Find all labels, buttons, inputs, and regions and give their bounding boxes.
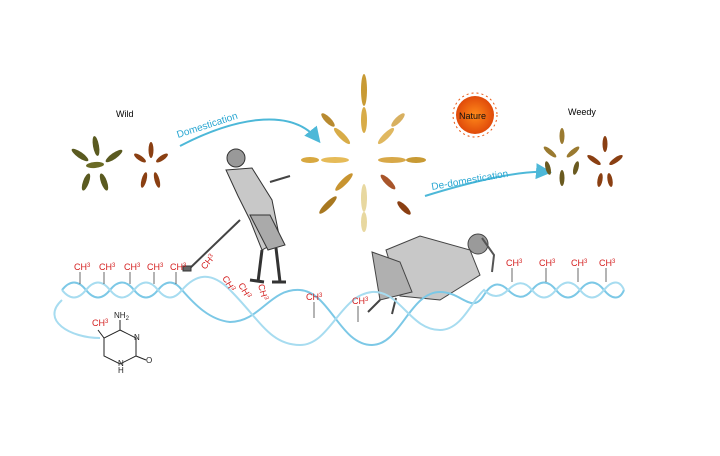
hydrogen-label: H [118,366,124,375]
nature-label: Nature [459,111,486,121]
grain-star [301,74,426,232]
wild-seeds-dark [71,136,123,191]
de-domestication-label: De-domestication [431,169,510,193]
wild-seeds-brown [134,142,168,188]
methyl-label: CH3 [256,283,270,302]
ring-nitrogen-label: N [118,359,124,368]
methyl-labels: CH3 CH3 CH3 CH3 CH3 CH3 CH3 CH3 CH3 CH3 … [74,252,616,306]
molecule-methyl-label: CH3 [92,318,109,328]
methyl-label: CH3 [571,258,588,268]
methyl-label: CH3 [236,281,253,301]
weedy-seeds-gold [543,128,580,186]
methyl-ticks [79,268,607,322]
sun-icon [452,92,498,138]
methyl-label: CH3 [539,258,556,268]
methyl-label: CH3 [170,262,187,272]
nitrogen-label: N [134,333,140,342]
methyl-label: CH3 [124,262,141,272]
methyl-label: CH3 [199,252,218,271]
weedy-label: Weedy [568,107,596,117]
methyl-label: CH3 [99,262,116,272]
methyl-label: CH3 [147,262,164,272]
amine-label: NH2 [114,311,130,322]
farmer-figure [182,148,291,284]
methyl-label: CH3 [599,258,616,268]
resting-man-figure [367,233,496,315]
dna-helix [53,275,625,347]
methyl-label: CH3 [506,258,523,268]
methyl-label: CH3 [74,262,91,272]
domestication-arrow [179,118,321,147]
weedy-seeds-brown [587,136,623,187]
oxygen-label: O [146,356,152,365]
methyl-label: CH3 [306,292,323,302]
de-domestication-arrow [424,163,552,197]
methylcytosine-molecule: NH2 CH3 N O H N [92,311,152,375]
methyl-label: CH3 [352,296,369,306]
wild-label: Wild [116,109,134,119]
